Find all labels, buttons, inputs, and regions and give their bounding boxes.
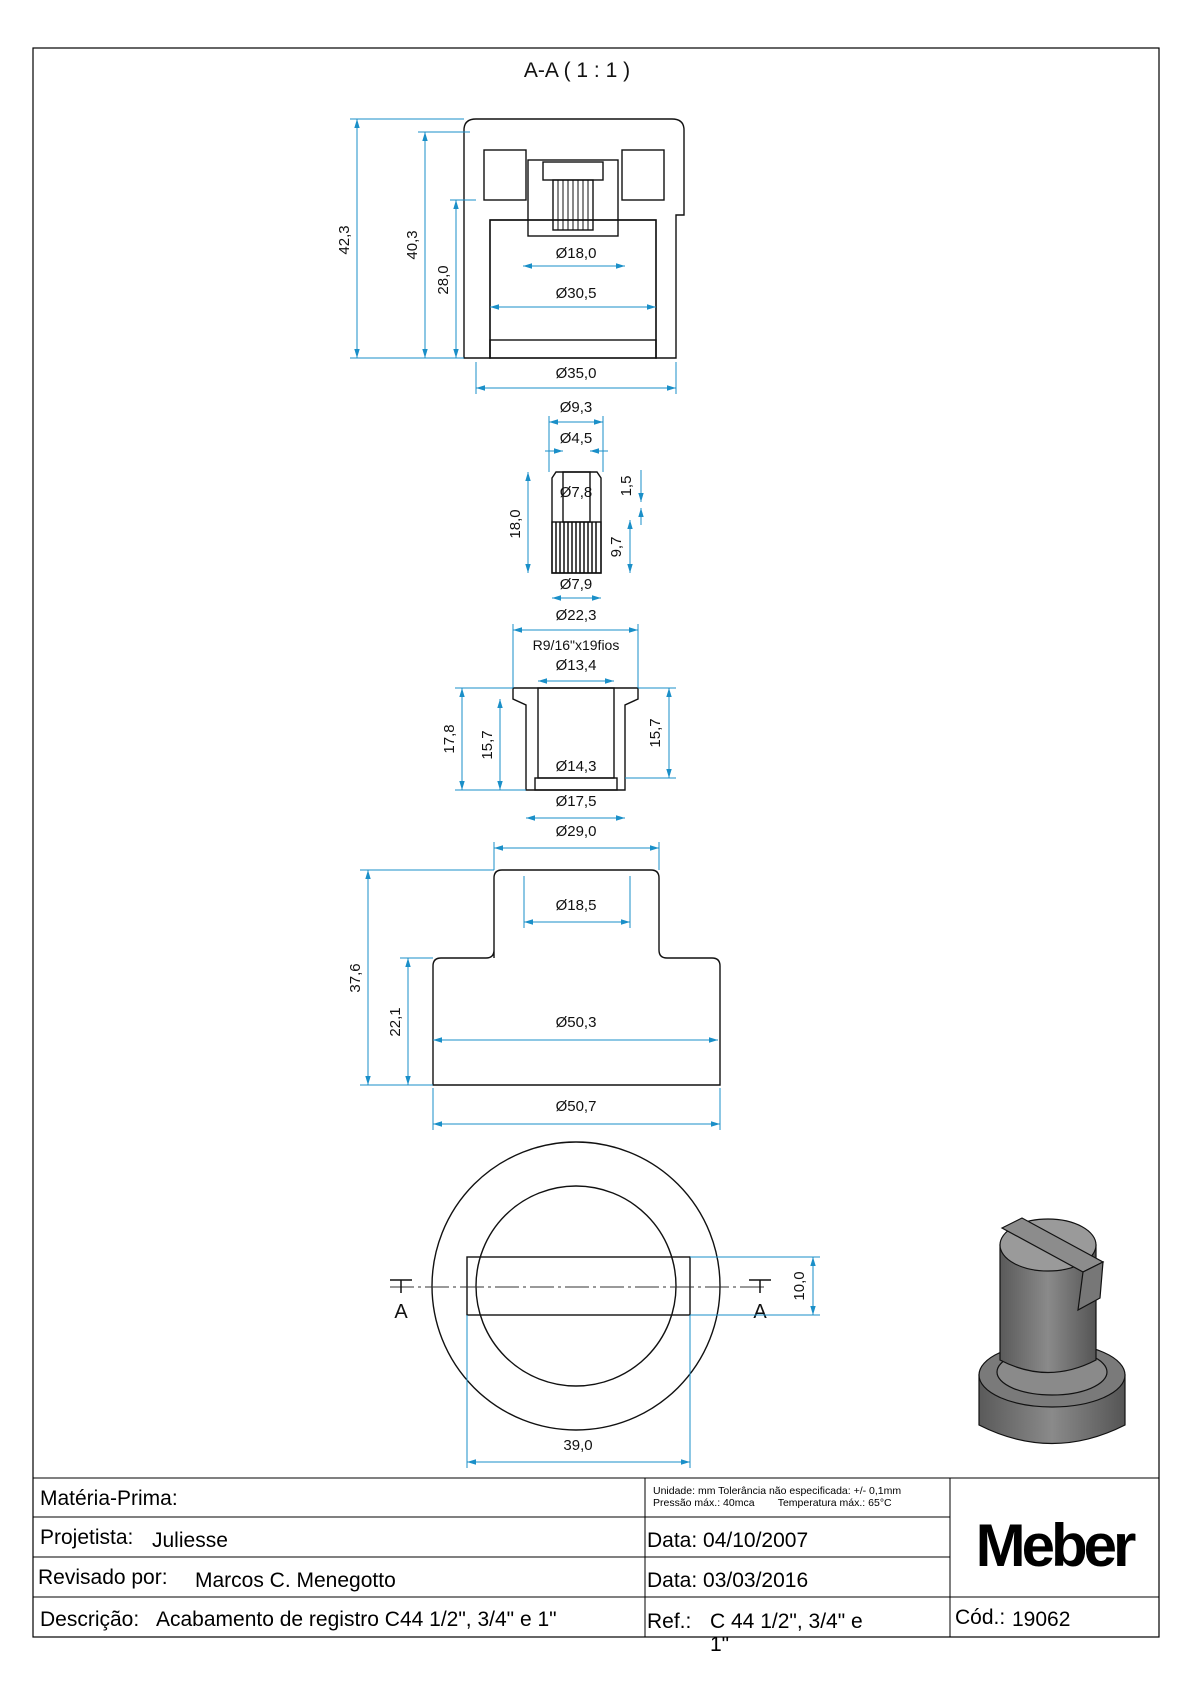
- dim-nut-thread: R9/16"x19fios: [533, 637, 620, 653]
- dim-knob-d-top: Ø18,5: [556, 897, 597, 914]
- dim-nut-h-body-right: 15,7: [647, 718, 664, 747]
- dim-cap-h-inner: 40,3: [404, 230, 421, 259]
- nut-section: Ø22,3 R9/16"x19fios Ø13,4 17,8 15,7 15,7…: [441, 607, 676, 870]
- dim-nut-d-ext: Ø29,0: [556, 823, 597, 840]
- knob-top-view: A A 10,0 39,0: [390, 1141, 820, 1468]
- dim-slot-width: 10,0: [791, 1271, 808, 1300]
- dim-knob-d-base-inner: Ø50,3: [556, 1014, 597, 1031]
- cod-label: Cód.:: [955, 1606, 1005, 1629]
- projetista-value: Juliesse: [152, 1529, 228, 1552]
- dim-nut-h-body: 15,7: [479, 730, 496, 759]
- cod-value: 19062: [1012, 1608, 1070, 1631]
- section-label-left: A: [394, 1301, 408, 1323]
- dim-cap-h-skirt: 28,0: [435, 265, 452, 294]
- title-block: Matéria-Prima: Unidade: mm Tolerância nã…: [33, 1477, 1159, 1656]
- dim-pin-knurl-len: 9,7: [608, 537, 625, 558]
- dim-pin-d-knurl: Ø7,9: [560, 576, 593, 593]
- dim-nut-h-total: 17,8: [441, 724, 458, 753]
- materia-prima-label: Matéria-Prima:: [40, 1487, 178, 1510]
- section-label-right: A: [753, 1301, 767, 1323]
- drawing-border: [32, 47, 1160, 1638]
- dim-pin-groove-w: 1,5: [618, 476, 635, 497]
- cap-section: 42,3 40,3 28,0 Ø18,0 Ø30,5 Ø35,0: [336, 118, 685, 394]
- dim-cap-d-bore: Ø18,0: [556, 245, 597, 262]
- dim-nut-d-body: Ø17,5: [556, 793, 597, 810]
- dim-pin-d-hole: Ø4,5: [560, 430, 593, 447]
- isometric-view: [978, 1217, 1126, 1444]
- dim-slot-length: 39,0: [563, 1437, 592, 1454]
- dim-nut-d-flange: Ø22,3: [556, 607, 597, 624]
- ref-value-wrap: 1": [710, 1633, 729, 1656]
- dim-knob-h-base: 22,1: [387, 1007, 404, 1036]
- dim-nut-d-bore-top: Ø13,4: [556, 657, 597, 674]
- descricao-value: Acabamento de registro C44 1/2", 3/4" e …: [156, 1608, 557, 1631]
- dim-pin-d-groove: Ø7,8: [560, 484, 593, 501]
- view-title: A-A ( 1 : 1 ): [524, 59, 630, 82]
- dim-knob-d-base: Ø50,7: [556, 1098, 597, 1115]
- meber-logo: Meber: [976, 1512, 1136, 1579]
- dim-pin-d-head: Ø9,3: [560, 399, 593, 416]
- pin-section: Ø9,3 Ø4,5 Ø7,8 18,0 1,5 9,7 Ø7,9: [507, 399, 644, 601]
- ref-value: C 44 1/2", 3/4" e: [710, 1610, 863, 1633]
- revisado-label: Revisado por:: [38, 1566, 168, 1589]
- ref-label: Ref.:: [647, 1610, 691, 1633]
- dim-cap-d-outer: Ø35,0: [556, 365, 597, 382]
- data-criacao: Data: 04/10/2007: [647, 1529, 808, 1552]
- dim-pin-length: 18,0: [507, 509, 524, 538]
- dim-nut-d-bore-bottom: Ø14,3: [556, 758, 597, 775]
- data-revisao: Data: 03/03/2016: [647, 1569, 808, 1592]
- revisado-value: Marcos C. Menegotto: [195, 1569, 396, 1592]
- projetista-label: Projetista:: [40, 1526, 133, 1549]
- knurl-lines: [552, 179, 594, 231]
- dim-cap-h-total: 42,3: [336, 225, 353, 254]
- dim-knob-h-total: 37,6: [347, 963, 364, 992]
- knob-side-view: Ø18,5 37,6 22,1 Ø50,3 Ø50,7: [347, 869, 721, 1130]
- dim-cap-d-inner: Ø30,5: [556, 285, 597, 302]
- descricao-label: Descrição:: [40, 1608, 139, 1631]
- notes-line-1: Unidade: mm Tolerância não especificada:…: [653, 1485, 901, 1497]
- notes-line-2: Pressão máx.: 40mca Temperatura máx.: 65…: [653, 1497, 892, 1509]
